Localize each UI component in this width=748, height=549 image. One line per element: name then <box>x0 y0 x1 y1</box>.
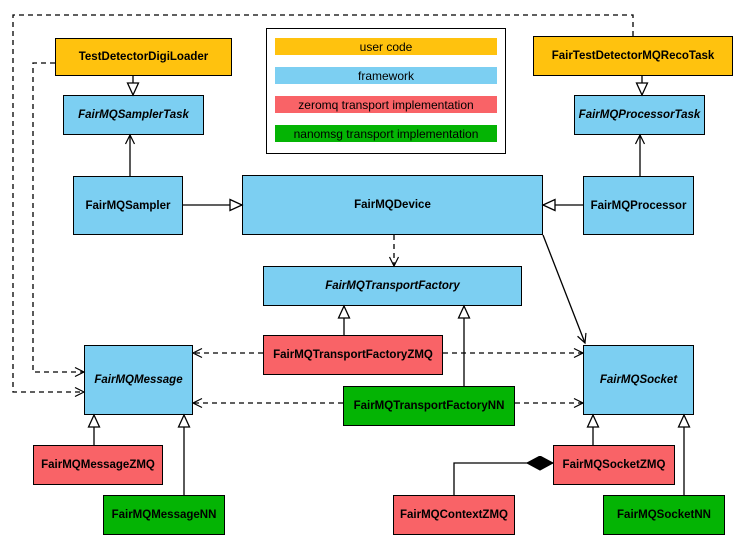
node-fairtestdetectormqrecotask: FairTestDetectorMQRecoTask <box>533 36 733 76</box>
node-testdetectordigiloader: TestDetectorDigiLoader <box>55 38 232 76</box>
node-fairmqtransportfactoryzmq: FairMQTransportFactoryZMQ <box>263 335 443 375</box>
node-fairmqtransportfactorynn: FairMQTransportFactoryNN <box>343 386 515 426</box>
node-fairmqsampler: FairMQSampler <box>73 176 183 235</box>
node-fairmqsocketnn: FairMQSocketNN <box>603 495 725 535</box>
node-fairmqmessage: FairMQMessage <box>84 345 193 415</box>
node-fairmqsocket: FairMQSocket <box>583 345 694 415</box>
legend-item-user-code: user code <box>275 38 497 55</box>
node-fairmqtransportfactory: FairMQTransportFactory <box>263 266 522 306</box>
edge-association-device-socket <box>542 234 587 345</box>
node-fairmqprocessortask: FairMQProcessorTask <box>574 95 705 135</box>
node-fairmqcontextzmq: FairMQContextZMQ <box>393 495 515 535</box>
legend-item-zeromq: zeromq transport implementation <box>275 96 497 113</box>
edge-composition-contextzmq-socketzmq <box>453 463 553 495</box>
node-fairmqmessagenn: FairMQMessageNN <box>103 495 225 535</box>
node-fairmqdevice: FairMQDevice <box>242 175 543 235</box>
node-fairmqsocketzmq: FairMQSocketZMQ <box>553 445 675 485</box>
legend-item-framework: framework <box>275 67 497 84</box>
legend: user code framework zeromq transport imp… <box>266 28 506 154</box>
legend-item-nanomsg: nanomsg transport implementation <box>275 125 497 142</box>
node-fairmqsamplertask: FairMQSamplerTask <box>63 95 204 135</box>
node-fairmqmessagezmq: FairMQMessageZMQ <box>33 445 163 485</box>
node-fairmqprocessor: FairMQProcessor <box>583 176 694 235</box>
